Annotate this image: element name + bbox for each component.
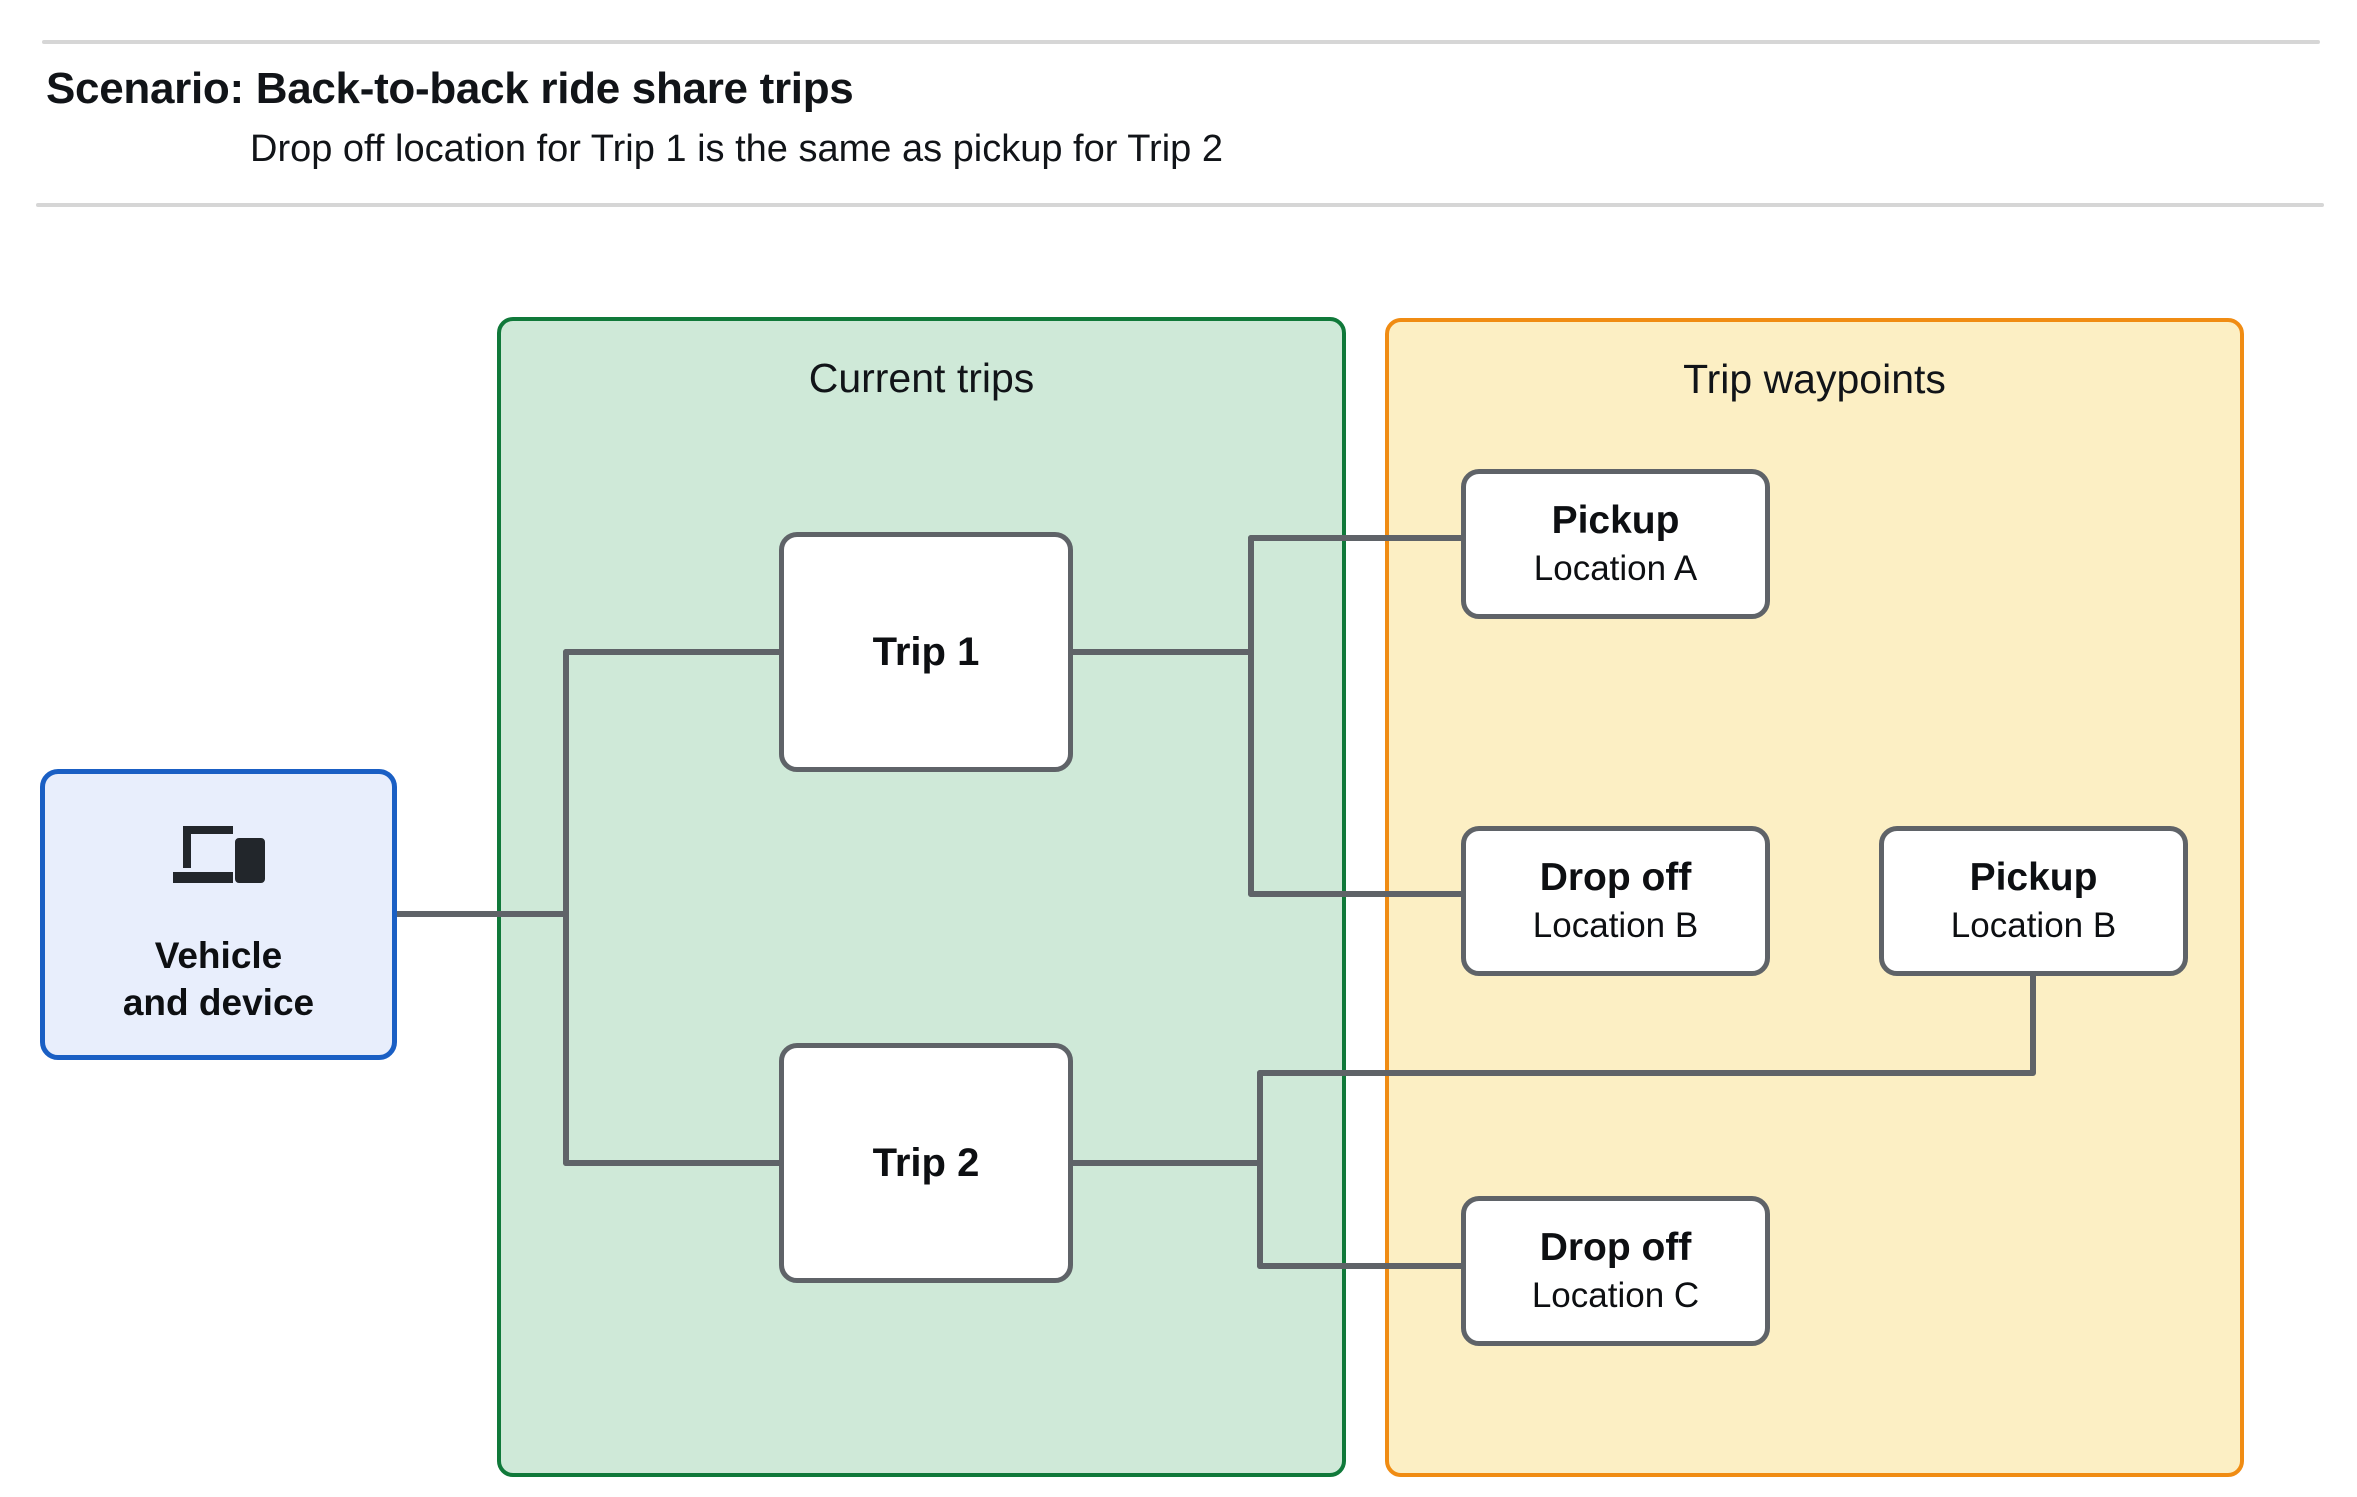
- header-divider-top: [42, 40, 2320, 44]
- node-trip-2-label: Trip 2: [872, 1140, 980, 1185]
- node-dropoff-b-location: Location B: [1532, 906, 1699, 946]
- node-trip-1[interactable]: Trip 1: [779, 532, 1073, 772]
- node-dropoff-c-location: Location C: [1531, 1276, 1700, 1316]
- panel-trip-waypoints-title: Trip waypoints: [1683, 356, 1946, 402]
- node-pickup-a-location: Location A: [1533, 549, 1698, 589]
- header-divider-bottom: [36, 203, 2324, 207]
- node-pickup-a-title: Pickup: [1551, 499, 1680, 543]
- node-pickup-b-location: Location B: [1950, 906, 2117, 946]
- node-vehicle-and-device[interactable]: Vehicle and device: [40, 769, 397, 1060]
- page-subtitle: Drop off location for Trip 1 is the same…: [250, 128, 1223, 170]
- node-trip-2[interactable]: Trip 2: [779, 1043, 1073, 1283]
- panel-current-trips: Current trips: [497, 317, 1346, 1477]
- node-dropoff-b-title: Drop off: [1539, 856, 1692, 900]
- page-title: Scenario: Back-to-back ride share trips: [46, 64, 854, 113]
- node-vehicle-label: Vehicle and device: [122, 935, 315, 1024]
- node-dropoff-c-title: Drop off: [1539, 1226, 1692, 1270]
- node-pickup-b-title: Pickup: [1969, 856, 2098, 900]
- node-trip-1-label: Trip 1: [872, 629, 980, 674]
- node-pickup-b[interactable]: Pickup Location B: [1879, 826, 2188, 976]
- node-dropoff-c[interactable]: Drop off Location C: [1461, 1196, 1770, 1346]
- node-pickup-a[interactable]: Pickup Location A: [1461, 469, 1770, 619]
- devices-icon: [172, 826, 265, 883]
- node-dropoff-b[interactable]: Drop off Location B: [1461, 826, 1770, 976]
- panel-current-trips-title: Current trips: [808, 355, 1035, 401]
